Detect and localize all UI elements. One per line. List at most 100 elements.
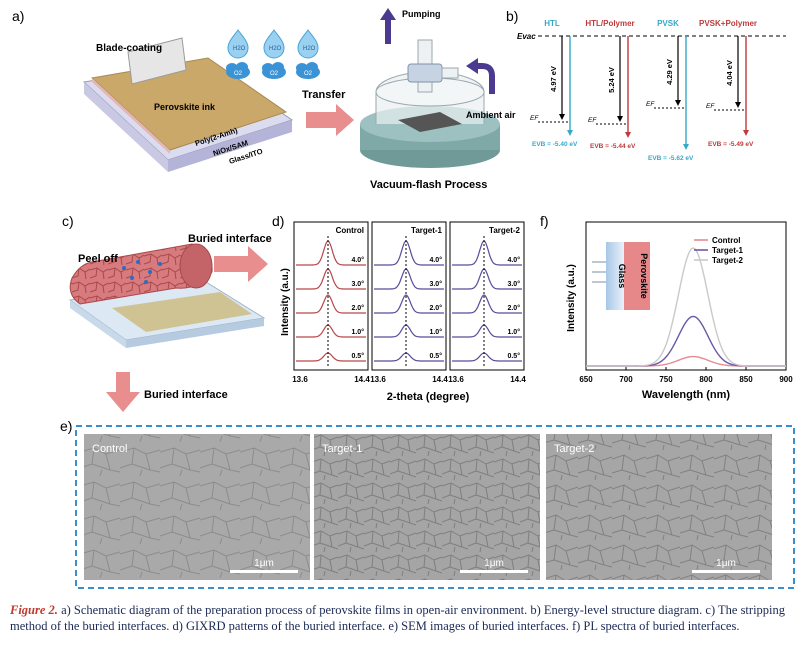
b-gap-value: 4.04 eV <box>725 60 734 86</box>
water-drop-icon: H2O <box>227 29 249 59</box>
transfer-arrow <box>306 104 354 136</box>
d-xtick: 14.4 <box>510 375 526 384</box>
b-ef-label: EF <box>530 115 539 122</box>
panel-a: a) Blade-coating Perovskite ink Poly(2-A… <box>12 8 516 191</box>
d-diffraction-curve <box>452 268 522 290</box>
d-diffraction-curve <box>374 324 444 338</box>
buried-interface-arrow-down <box>106 372 140 412</box>
svg-text:O2: O2 <box>234 71 243 77</box>
panel-label-c: c) <box>62 213 74 229</box>
b-col-title: PVSK+Polymer <box>699 19 757 28</box>
figure-canvas: a) Blade-coating Perovskite ink Poly(2-A… <box>12 8 795 589</box>
d-diffraction-curve <box>296 352 366 362</box>
d-angle-label: 3.0° <box>429 280 442 288</box>
pl-legend-label: Control <box>712 236 740 245</box>
b-col-title: PVSK <box>657 19 679 28</box>
label-buried-interface-top: Buried interface <box>188 233 272 245</box>
d-diffraction-curve <box>452 240 522 266</box>
pl-tick-label: 650 <box>579 375 593 384</box>
sem-image <box>546 434 772 580</box>
pl-legend-label: Target-1 <box>712 246 744 255</box>
substrate-side-left <box>84 82 168 172</box>
b-vb-arrowhead <box>567 130 573 136</box>
ambient-air-arrow <box>476 63 495 94</box>
d-angle-label: 4.0° <box>429 256 442 264</box>
d-diffraction-curve <box>374 268 444 290</box>
panel-label-f: f) <box>540 213 549 229</box>
d-diffraction-curve <box>452 352 522 362</box>
pl-series-line <box>586 247 786 367</box>
d-subplot-frame <box>449 221 525 371</box>
b-ef-label: EF <box>706 103 715 110</box>
panel-b: b) Evac HTL 4.97 eV EF EVB = -5.40 eV HTL/Po… <box>506 8 786 162</box>
d-subplot-frame <box>293 221 369 371</box>
svg-text:H2O: H2O <box>269 46 282 52</box>
d-xtick: 14.4 <box>354 375 370 384</box>
sem-scale-bar <box>230 570 298 573</box>
pl-tick-label: 750 <box>659 375 673 384</box>
peel-substrate-side-2 <box>126 318 264 348</box>
d-angle-label: 1.0° <box>507 328 520 336</box>
sem-scale-label: 1μm <box>716 558 736 569</box>
sem-image-label: Target-2 <box>554 443 594 455</box>
label-pumping: Pumping <box>402 9 441 19</box>
d-subplot-title: Control <box>336 226 364 235</box>
b-gap-value: 4.97 eV <box>549 66 558 92</box>
d-xtick: 13.6 <box>448 375 464 384</box>
peel-substrate-side <box>70 300 126 348</box>
inset-perovskite <box>624 242 650 310</box>
d-angle-label: 0.5° <box>507 352 520 360</box>
valve-port <box>441 67 459 79</box>
b-vb-label: EVB = -5.44 eV <box>590 143 636 150</box>
pl-inset: Glass Perovskite <box>592 242 650 310</box>
d-diffraction-curve <box>296 240 366 266</box>
svg-text:O2: O2 <box>304 71 313 77</box>
blade <box>127 37 187 85</box>
water-drop-icon: H2O <box>297 29 319 59</box>
b-col-title: HTL/Polymer <box>585 19 634 28</box>
d-diffraction-curve <box>374 352 444 362</box>
d-angle-label: 1.0° <box>429 328 442 336</box>
sem-scale-label: 1μm <box>254 558 274 569</box>
label-blade-coating: Blade-coating <box>96 43 162 54</box>
d-diffraction-curve <box>296 268 366 290</box>
sem-image-label: Target-1 <box>322 443 362 455</box>
d-diffraction-curve <box>296 324 366 338</box>
b-ef-label: EF <box>646 101 655 108</box>
svg-text:H2O: H2O <box>233 46 246 52</box>
pl-tick-label: 700 <box>619 375 633 384</box>
pl-legend-label: Target-2 <box>712 256 744 265</box>
d-angle-label: 3.0° <box>351 280 364 288</box>
pl-series-line <box>586 315 786 367</box>
inset-glass <box>606 242 624 310</box>
sample-substrate <box>398 112 462 132</box>
panel-label-b: b) <box>506 8 518 24</box>
substrate-side-right <box>168 120 292 172</box>
oxygen-cloud-icon: O2 <box>226 62 250 79</box>
b-vb-label: EVB = -5.40 eV <box>532 141 578 148</box>
b-gap-arrowhead <box>617 116 623 122</box>
label-evac: Evac <box>517 32 536 41</box>
label-perovskite-ink: Perovskite ink <box>154 102 216 112</box>
d-diffraction-curve <box>374 294 444 314</box>
b-col-title: HTL <box>544 19 560 28</box>
d-xtick: 13.6 <box>370 375 386 384</box>
b-ef-label: EF <box>588 117 597 124</box>
inset-label-glass: Glass <box>617 264 627 289</box>
b-vb-label: EVB = -5.49 eV <box>708 141 754 148</box>
d-subplot-title: Target-2 <box>489 226 521 235</box>
d-angle-label: 3.0° <box>507 280 520 288</box>
ambient-air-arrowhead <box>466 58 478 74</box>
label-transfer: Transfer <box>302 89 346 101</box>
svg-text:H2O: H2O <box>303 46 316 52</box>
pumping-arrow <box>380 8 396 44</box>
d-diffraction-curve <box>452 324 522 338</box>
svg-text:O2: O2 <box>270 71 279 77</box>
b-vb-arrowhead <box>625 132 631 138</box>
oxygen-cloud-icon: O2 <box>296 62 320 79</box>
d-angle-label: 0.5° <box>351 352 364 360</box>
